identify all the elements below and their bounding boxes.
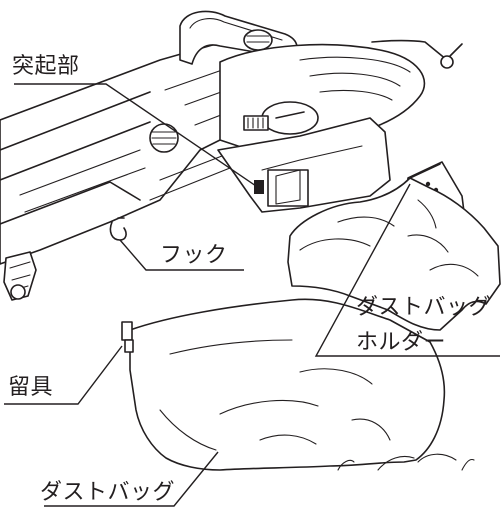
switch-icon	[243, 115, 269, 131]
label-dust-bag: ダストバッグ	[40, 480, 176, 505]
cord-plug-icon	[440, 55, 454, 69]
leader-protrusion	[14, 83, 257, 187]
label-clasp: 留具	[8, 375, 54, 400]
top-knob-icon	[243, 29, 273, 51]
label-hook: フック	[160, 243, 228, 268]
leader-holder	[314, 183, 500, 357]
label-protrusion: 突起部	[12, 54, 80, 79]
dial-icon	[261, 101, 319, 135]
leader-lines	[4, 83, 500, 507]
leader-clasp	[4, 345, 123, 405]
leader-dust-bag	[44, 451, 219, 507]
leader-hook	[119, 239, 244, 271]
clasp-icon	[121, 321, 133, 341]
dust-bag	[121, 177, 501, 471]
outlet-housing	[217, 117, 391, 213]
label-dust-bag-holder-line2: ホルダー	[356, 330, 447, 355]
label-dust-bag-holder-line1: ダストバッグ	[356, 295, 492, 320]
protrusion-tab	[254, 180, 264, 194]
motor-housing	[179, 10, 463, 151]
hook-icon	[109, 221, 127, 241]
